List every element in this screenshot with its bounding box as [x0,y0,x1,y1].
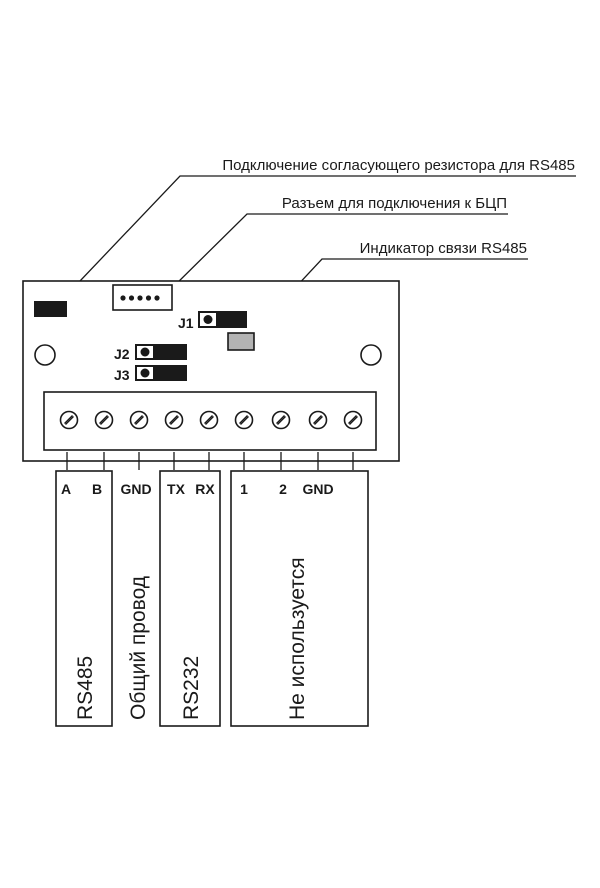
connector-callout-label: Разъем для подключения к БЦП [282,195,507,212]
group-box-rs232 [159,470,221,727]
pin-label-gnd: GND [120,481,151,497]
group-box-unused [230,470,369,727]
pin-label-b: B [92,481,102,497]
screw-terminal-8 [308,410,328,430]
rs485-indicator-led [227,332,255,351]
screw-terminal-3 [129,410,149,430]
group-label-common: Общий провод [127,576,150,720]
group-label-rs232: RS232 [180,656,203,720]
indicator-callout-label: Индикатор связи RS485 [360,240,527,257]
pin-label-1: 1 [240,481,248,497]
pin-label-tx: TX [167,481,186,497]
jumper-j2-pin [140,347,150,357]
screw-terminal-1 [59,410,79,430]
pin-label-rx: RX [195,481,215,497]
pin-label-2: 2 [279,481,287,497]
jumper-j3-label: J3 [114,367,130,383]
group-box-rs485 [55,470,113,727]
jumper-j1-label: J1 [178,315,194,331]
jumper-j2-label: J2 [114,346,130,362]
screw-terminal-7 [271,410,291,430]
jumper-j1-pin [203,315,213,324]
terminal-leads [66,452,354,470]
connector-callout-line [167,213,508,293]
pin-label-a: A [61,481,71,497]
screw-terminal-5 [199,410,219,430]
jumper-j3-pin [140,368,150,378]
pin-label-gnd-2: GND [302,481,333,497]
screw-terminals [59,410,363,430]
mounting-hole-left [34,344,56,366]
screw-terminal-6 [234,410,254,430]
screw-terminal-9 [343,410,363,430]
resistor-jumper [34,301,67,317]
screw-terminal-4 [164,410,184,430]
resistor-callout-label: Подключение согласующего резистора для R… [222,157,575,174]
screw-terminal-2 [94,410,114,430]
group-label-rs485: RS485 [74,656,97,720]
mounting-hole-right [360,344,382,366]
resistor-callout-line [59,175,576,303]
bcp-connector-pins [120,295,160,301]
group-label-unused: Не используется [286,557,309,720]
